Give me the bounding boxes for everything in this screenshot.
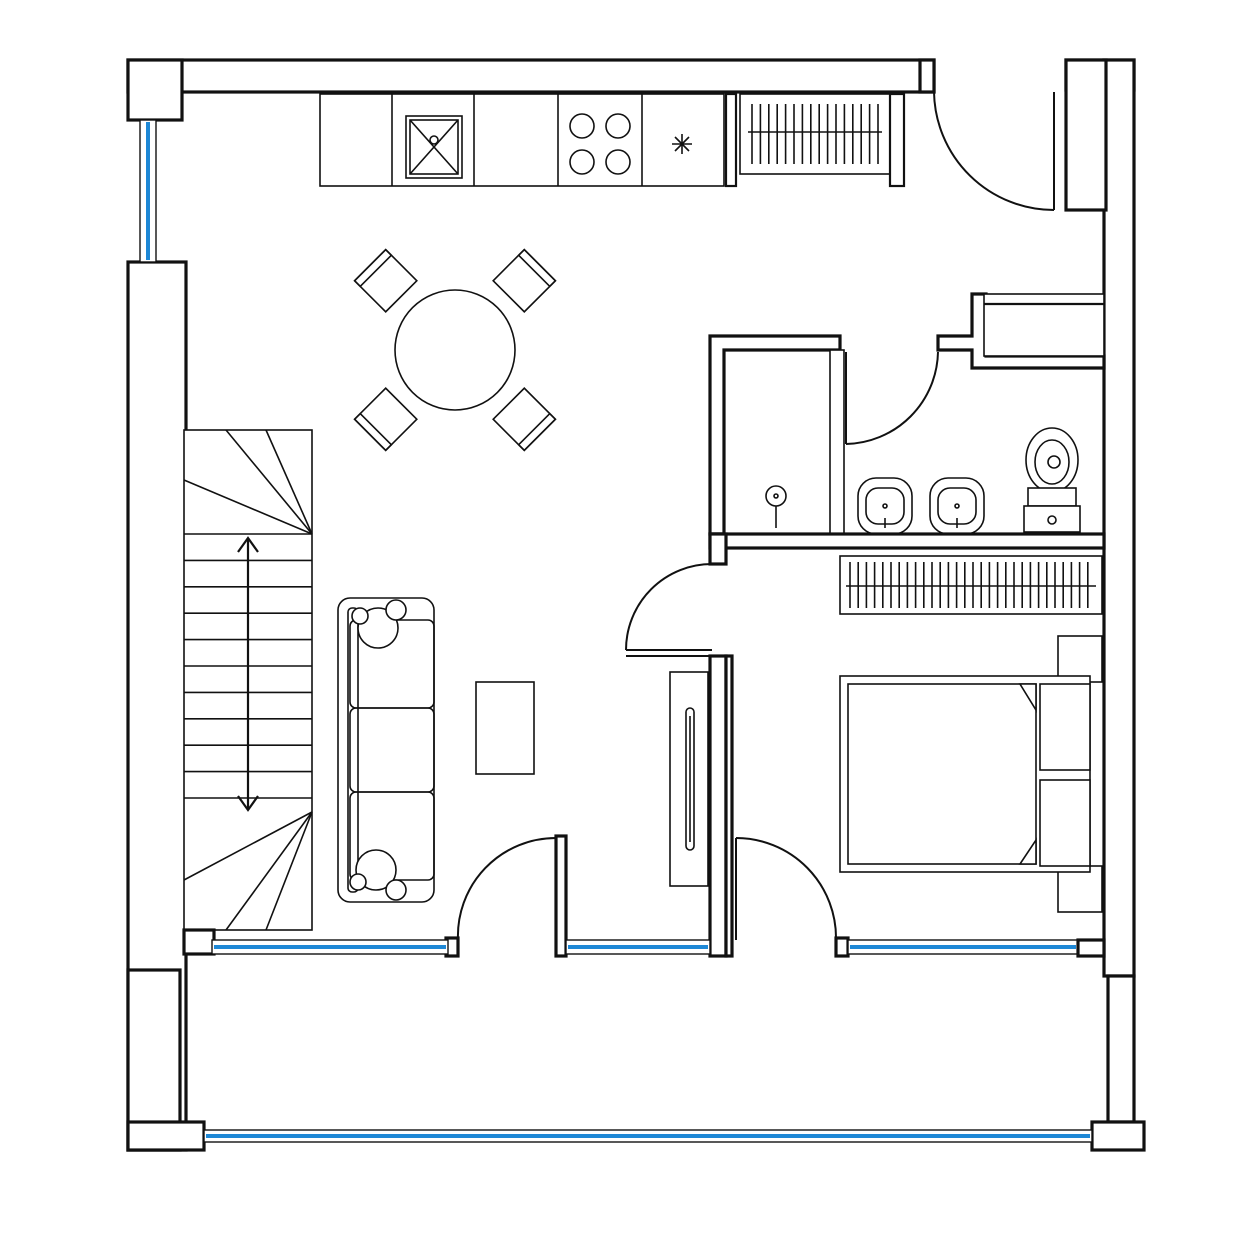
window-left xyxy=(139,119,157,263)
wall-bath-bedroom xyxy=(708,532,1106,550)
top-wall xyxy=(126,58,936,94)
wall-wardrobe-column xyxy=(708,654,728,958)
living-door-swing xyxy=(456,836,557,941)
double-arrow-vertical-icon xyxy=(237,536,259,812)
entry-door-swing xyxy=(933,91,1055,211)
toilet xyxy=(1023,427,1081,533)
nightstand-top xyxy=(1057,635,1103,683)
kitchen-radiator-end xyxy=(888,92,906,188)
sofa xyxy=(337,597,435,903)
bed-pillow-1 xyxy=(1039,683,1091,771)
bedroom-radiator xyxy=(839,555,1103,615)
bathroom-door-swing xyxy=(845,351,939,445)
wardrobe-body xyxy=(669,671,709,887)
washbasin-1 xyxy=(857,477,913,535)
sofa-back xyxy=(347,607,359,893)
wall-door-jamb-3 xyxy=(834,936,850,958)
burner-1-icon xyxy=(569,113,595,139)
living-door xyxy=(456,836,557,941)
staircase xyxy=(183,429,313,931)
wardrobe-rail xyxy=(685,707,695,851)
shower-drain-icon xyxy=(765,485,787,507)
facade-glazing xyxy=(211,938,1106,958)
hall-door-swing xyxy=(625,563,713,651)
chair-top-left xyxy=(353,248,418,313)
bed-pillow-2 xyxy=(1039,779,1091,867)
bed-fold-top xyxy=(1018,683,1037,713)
nightstand-bottom xyxy=(1057,865,1103,913)
burner-4-icon xyxy=(605,149,631,175)
balcony-corner-left xyxy=(126,1120,206,1152)
right-wall-main xyxy=(1102,58,1136,978)
bathroom xyxy=(708,292,1106,536)
stair-winder-top xyxy=(183,429,313,535)
glazing-end-post xyxy=(1076,938,1106,958)
wardrobe xyxy=(669,671,709,887)
wall-bath-left-lower xyxy=(708,532,728,566)
kitchen xyxy=(319,92,906,188)
chair-bottom-left xyxy=(353,387,418,452)
dining-set xyxy=(353,248,557,452)
right-wall-balcony xyxy=(1106,974,1136,1124)
wall-bedroom-column xyxy=(724,654,734,958)
bed-mattress xyxy=(847,683,1037,865)
sink-drain-icon xyxy=(429,135,439,145)
asterisk-icon xyxy=(672,134,692,154)
radiator-fins-top xyxy=(748,104,882,164)
left-wall-upper xyxy=(126,58,184,122)
entry-jamb-left xyxy=(918,58,936,94)
bedroom xyxy=(735,555,1103,941)
washbasin-2 xyxy=(929,477,985,535)
kitchen-tall-cabinet xyxy=(724,92,738,188)
stair-winder-bottom xyxy=(183,811,313,931)
bedroom-door-swing xyxy=(735,837,838,941)
burner-3-icon xyxy=(569,149,595,175)
shower-drain-center xyxy=(773,493,779,499)
interior-walls xyxy=(182,532,1106,958)
radiator-fins-bedroom xyxy=(846,562,1096,608)
chair-top-right xyxy=(492,248,557,313)
pillow-bottom xyxy=(349,849,407,901)
pillow-top xyxy=(351,599,407,649)
kitchen-radiator xyxy=(739,93,891,175)
wall-door-jamb-2 xyxy=(554,834,568,958)
sink-inner xyxy=(409,119,459,175)
hall-door xyxy=(625,563,713,657)
wall-bottom-left-stub xyxy=(182,928,216,956)
sink-line-b xyxy=(409,119,459,175)
sink-outer xyxy=(405,115,463,179)
dining-table xyxy=(394,289,516,411)
kitchen-counter xyxy=(319,93,725,187)
shower-partition xyxy=(829,349,845,535)
coffee-table xyxy=(475,681,535,775)
burner-2-icon xyxy=(605,113,631,139)
bed-fold-bottom xyxy=(1018,837,1037,865)
entry-door xyxy=(918,58,1055,211)
right-wall-stub xyxy=(1064,58,1108,212)
balcony-corner-right xyxy=(1090,1120,1146,1152)
outer-walls xyxy=(126,58,1146,1152)
bathroom-wall-left xyxy=(708,334,842,536)
chair-bottom-right xyxy=(492,387,557,452)
balcony xyxy=(179,970,1093,1143)
